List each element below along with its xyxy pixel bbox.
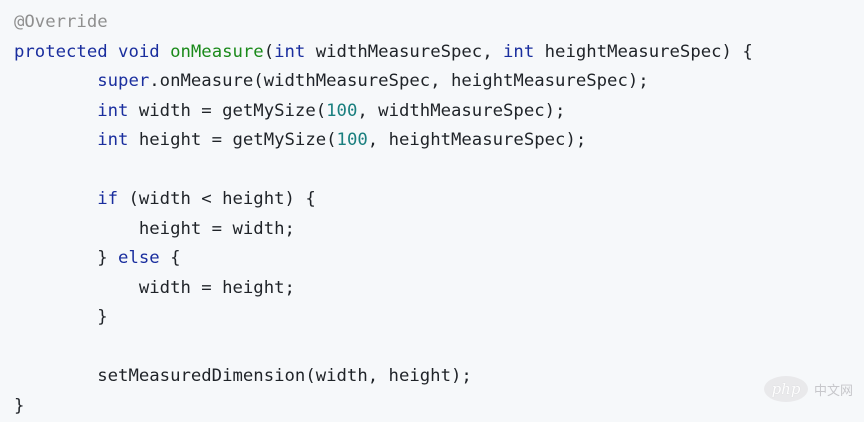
code-token-plain: .onMeasure(widthMeasureSpec, heightMeasu… [149, 71, 649, 91]
code-token-plain: heightMeasureSpec) { [534, 42, 753, 62]
watermark: php 中文网 [764, 374, 853, 404]
code-token-keyword: protected [14, 42, 108, 62]
code-token-plain: height = getMySize( [128, 130, 337, 150]
code-line: int height = getMySize(100, heightMeasur… [14, 128, 586, 152]
code-token-plain: widthMeasureSpec, [305, 42, 504, 62]
code-token-plain [14, 101, 97, 121]
code-line: height = width; [14, 217, 295, 241]
code-line: super.onMeasure(widthMeasureSpec, height… [14, 69, 649, 93]
code-line: } else { [14, 246, 180, 270]
code-token-keyword: if [97, 189, 119, 209]
code-token-keyword: else [118, 248, 160, 268]
code-token-plain: width = getMySize( [128, 101, 327, 121]
code-token-plain: } [14, 396, 25, 416]
code-token-number: 100 [326, 101, 358, 121]
code-token-plain: setMeasuredDimension(width, height); [14, 366, 472, 386]
code-token-annotation: @Override [14, 12, 108, 32]
code-token-plain: , heightMeasureSpec); [367, 130, 587, 150]
code-token-plain [14, 189, 97, 209]
code-line: setMeasuredDimension(width, height); [14, 364, 472, 388]
code-token-keyword: super [97, 71, 150, 91]
code-token-plain: width = height; [14, 278, 295, 298]
code-token-number: 100 [336, 130, 368, 150]
logo-ellipse [764, 376, 808, 402]
logo-text: php [771, 380, 801, 398]
code-token-plain [108, 42, 118, 62]
code-token-plain: } [14, 248, 119, 268]
code-line: width = height; [14, 276, 295, 300]
code-token-method: onMeasure [170, 42, 264, 62]
code-line: } [14, 305, 108, 329]
code-line: protected void onMeasure(int widthMeasur… [14, 40, 753, 64]
code-token-plain: ( [263, 42, 275, 62]
code-token-plain: { [159, 248, 181, 268]
code-token-keyword: int [274, 42, 306, 62]
code-token-keyword: int [97, 101, 129, 121]
code-token-plain [14, 71, 97, 91]
code-line: int width = getMySize(100, widthMeasureS… [14, 99, 565, 123]
code-token-keyword: void [118, 42, 160, 62]
code-line: } [14, 394, 24, 418]
watermark-site-text: 中文网 [814, 383, 854, 399]
code-token-plain [160, 42, 170, 62]
code-token-plain: (width < height) { [118, 189, 316, 209]
code-token-plain: } [14, 307, 108, 327]
code-token-keyword: int [503, 42, 535, 62]
code-token-plain [14, 130, 97, 150]
code-token-plain: height = width; [14, 219, 295, 239]
code-line: if (width < height) { [14, 187, 316, 211]
php-logo-icon: php [764, 376, 808, 402]
code-token-keyword: int [97, 130, 129, 150]
code-token-plain: , widthMeasureSpec); [357, 101, 566, 121]
code-line: @Override [14, 10, 108, 34]
